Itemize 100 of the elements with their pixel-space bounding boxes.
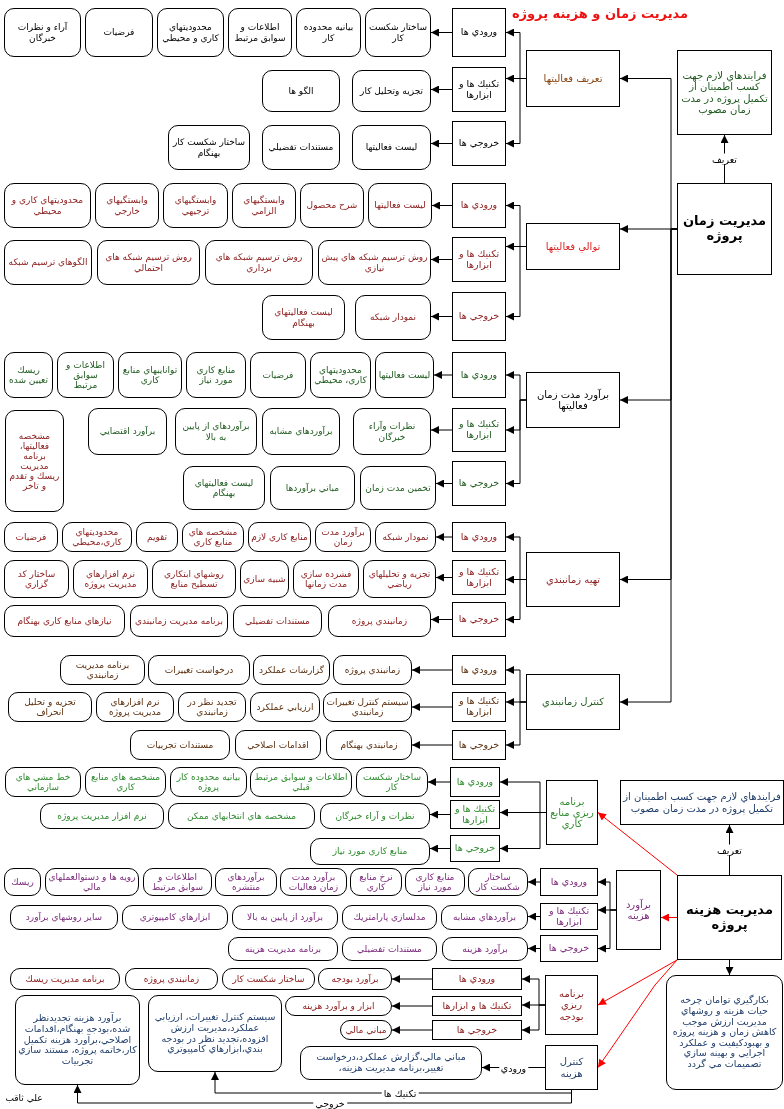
rounded-box: شرح محصول (300, 183, 364, 228)
rounded-box: ساختار كد گزاري (4, 560, 69, 598)
category-box: ورودي ها (450, 767, 500, 797)
rounded-box: نمودار شبكه (355, 295, 431, 340)
rounded-box: برآورد مدت زمان فعاليات (280, 868, 347, 896)
arrow (411, 666, 453, 674)
rounded-box: فرضيات (250, 352, 306, 398)
arrow (527, 878, 541, 886)
rounded-box: محدوديتهاي كاري و محيطي (4, 183, 91, 228)
category-box: تكنيك ها و ابزارها (450, 800, 500, 829)
category-box: خروجي ها (450, 835, 500, 862)
rounded-box: تجزيه و تحليل انحراف (8, 692, 92, 722)
rounded-box: منابع كاري مورد نياز (310, 838, 430, 865)
rounded-box: برآوردهاي مشابه (441, 905, 528, 930)
rounded-box: وابستگيهاي الزامي (232, 183, 296, 228)
rounded-box: اطلاعات و سوابق مرتبط (143, 868, 212, 896)
arrow (430, 28, 453, 37)
rounded-box: بيانيه محدوده كار (296, 8, 361, 57)
arrow (73, 1084, 572, 1104)
rounded-box: منابع كاري مورد نياز (405, 868, 465, 896)
rounded-box: برنامه مديريت زمانبندي (60, 655, 145, 685)
category-box: ورودي ها (452, 655, 506, 685)
rounded-box: نرم افزارهاي مديريت پروژه (73, 560, 148, 598)
category-box: ورودي ها (452, 522, 506, 552)
rounded-box: نرم افزار مديريت پروژه (40, 803, 164, 829)
arrow (433, 371, 453, 379)
arrow (431, 201, 453, 210)
rounded-box: ليست فعاليتها (375, 352, 434, 398)
rounded-box: وابستگيهاي ترجيهي (163, 183, 228, 228)
category-box: ورودي ها (452, 352, 506, 398)
arrow (429, 844, 451, 853)
rounded-box: نيازهاي منابع كاري بهنگام (4, 605, 125, 637)
rounded-box: تخمين مدت زمان (360, 466, 436, 510)
rounded-box: منابع كاري مورد نياز (186, 352, 246, 398)
rounded-box: تقويم (136, 522, 178, 552)
arrow (597, 959, 678, 1006)
rounded-box: الگو ها (262, 70, 340, 112)
process-box: توالي فعاليتها (526, 223, 620, 270)
arrow (430, 615, 453, 624)
rounded-box: مدلسازي پارامتريك (342, 905, 437, 930)
edge-label: تعريف (710, 153, 739, 165)
process-box: برنامه ريزي بودجه (545, 975, 598, 1035)
rounded-box: مشخصه فعاليتها، برنامه مديريت ريسك و تقدم و تاخر (5, 410, 64, 512)
rounded-box: خط مشي هاي سازماني (5, 767, 81, 797)
arrow (429, 810, 451, 819)
category-box: ورودي ها (432, 968, 522, 990)
category-box: تكنيك ها و ابزارها (540, 903, 598, 930)
main-box: مديريت هزينه پروژه (677, 875, 782, 960)
arrow (211, 1071, 572, 1094)
category-box: تكنيك ها و ابزارها (452, 560, 506, 595)
author-name: علي ثاقب (5, 1093, 43, 1103)
rounded-box: مستندات تفضيلي (233, 605, 322, 637)
rounded-box: روش ترسيم شبكه هاي پيش نيازي (318, 240, 431, 285)
edge-label: تعريف (715, 844, 744, 856)
rounded-box: نرم افزارهاي مديريت پروژه (96, 692, 174, 722)
process-box: تعريف فعاليتها (526, 50, 620, 107)
arrow (435, 479, 453, 488)
rounded-box: برآورد هزينه (442, 937, 528, 961)
category-box: تكنيك ها و ابزارها (452, 67, 506, 112)
rounded-box: وابستگيهاي خارجي (95, 183, 159, 228)
arrow (435, 533, 453, 541)
rounded-box: محدوديتهاي كاري،محيطي (62, 522, 132, 552)
arrow (660, 913, 678, 922)
rounded-box: روش ترسيم شبكه هاي احتمالي (97, 240, 200, 285)
rounded-box: فرضيات (85, 8, 153, 57)
rounded-box: ساختار شكست كار (365, 8, 431, 57)
rounded-box: الگوهاي ترسيم شبكه (4, 240, 92, 285)
category-box: خروجي ها (432, 1020, 522, 1040)
category-box: ورودي ها (452, 8, 506, 57)
rounded-box: برآوردهاي منتشره (215, 868, 277, 896)
rounded-box: مستندات تفضيلي (262, 125, 340, 170)
rounded-box: اطلاعات و سوابق مرتبط (57, 352, 114, 398)
arrow (597, 909, 617, 953)
edge-label: تكنيك ها (381, 1087, 419, 1099)
arrow (597, 959, 678, 1068)
rounded-box: روشهاي ابتكاري تسطيح منابع (152, 560, 236, 598)
rounded-box: اقدامات اصلاحي (235, 730, 321, 760)
rounded-box: برآوردهاي مشابه (262, 408, 340, 455)
rounded-box: اطلاعات و سوابق مرتبط قبلي (250, 767, 352, 797)
category-box: خروجي ها (452, 292, 506, 341)
rounded-box: برآورد مدت زمان (315, 522, 371, 552)
rounded-box: ساير روشهاي برآورد (10, 905, 118, 930)
rounded-box: ليست فعاليتهاي بهنگام (262, 295, 345, 340)
arrow (527, 944, 541, 953)
rounded-box: ساختار شكست كار (468, 868, 528, 896)
process-box: برنامه ريزي منابع كاري (546, 780, 598, 845)
rounded-box: محدوديتهاي كاري، محيطي (310, 352, 371, 398)
rounded-box: ريسك تعيين شده (4, 352, 53, 398)
arrow (427, 778, 451, 786)
arrow (430, 426, 453, 434)
rounded-box: ليست فعاليتها (352, 125, 431, 170)
rounded-box: ارزيابي عملكرد (250, 692, 320, 722)
rounded-box: زمانبندي بهنگام (326, 730, 412, 760)
rounded-box: رويه ها و دستوالعملهاي مالي (45, 868, 139, 896)
rounded-box: برنامه مديريت زمانبندي (130, 605, 228, 637)
arrow (597, 812, 678, 876)
process-box: كنترل زمانبندي (526, 674, 620, 730)
definition-box: فرايندهاي لازم جهت كسب اطمينان از تكميل پروژه در مدت زمان مصوب (620, 780, 784, 825)
rounded-box: فرضيات (4, 522, 58, 552)
rounded-box: زمانبندي پروژه (125, 968, 218, 990)
